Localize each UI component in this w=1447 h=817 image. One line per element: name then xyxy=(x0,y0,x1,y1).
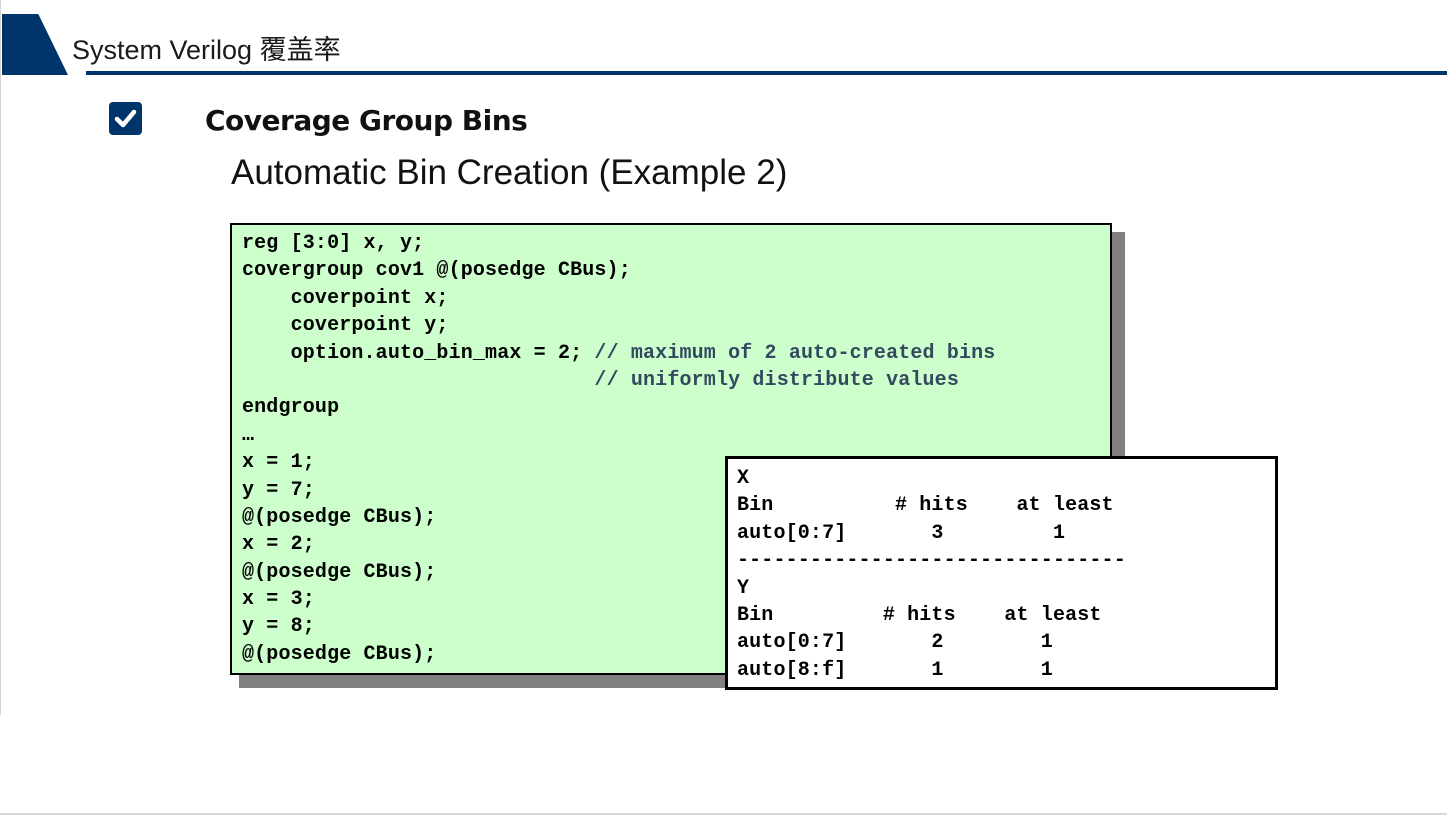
code-line: endgroup xyxy=(242,394,1110,421)
slide-left-border xyxy=(0,0,1,715)
section-heading: Coverage Group Bins xyxy=(205,104,528,137)
slide-subtitle: Automatic Bin Creation (Example 2) xyxy=(231,153,788,192)
report-divider: -------------------------------- xyxy=(737,549,1126,573)
code-line: @(posedge CBus); xyxy=(242,641,1110,668)
slide-title: System Verilog 覆盖率 xyxy=(72,35,341,65)
code-comment: // uniformly distribute values xyxy=(594,368,959,392)
code-line: … xyxy=(242,422,1110,449)
code-comment: // maximum of 2 auto-created bins xyxy=(594,341,996,365)
report-line: Y xyxy=(737,576,750,600)
code-text: coverpoint y; xyxy=(242,314,449,338)
report-line: X xyxy=(737,467,750,490)
code-text: reg [3:0] x, y; xyxy=(242,232,425,255)
code-text: coverpoint x; xyxy=(242,286,449,310)
code-line: coverpoint x; xyxy=(242,285,1110,312)
code-text: x = 1; xyxy=(242,451,315,475)
code-line: y = 7; xyxy=(242,477,1110,504)
code-line: reg [3:0] x, y; xyxy=(242,230,1110,257)
slide-bottom-border xyxy=(0,813,1447,815)
code-text xyxy=(242,369,594,392)
code-line: y = 8; xyxy=(242,613,1110,640)
code-line: x = 3; xyxy=(242,586,1110,613)
code-text: @(posedge CBus); xyxy=(242,642,437,666)
code-text: @(posedge CBus); xyxy=(242,505,437,529)
code-line: @(posedge CBus); xyxy=(242,559,1110,586)
report-line: Bin # hits at least xyxy=(737,603,1102,627)
report-line: auto[8:f] 1 1 xyxy=(737,658,1053,682)
code-text: y = 8; xyxy=(242,615,315,639)
title-accent-tab xyxy=(2,14,68,75)
checkbox-checked-icon xyxy=(109,102,142,135)
code-line: covergroup cov1 @(posedge CBus); xyxy=(242,257,1110,284)
code-line: option.auto_bin_max = 2; // maximum of 2… xyxy=(242,340,1110,367)
code-text: x = 2; xyxy=(242,533,315,557)
code-text: endgroup xyxy=(242,396,340,420)
title-underline xyxy=(86,71,1447,75)
code-text: … xyxy=(242,423,255,447)
coverage-report: X Bin # hits at least auto[0:7] 3 1 ----… xyxy=(725,456,1278,690)
report-line: Bin # hits at least xyxy=(737,494,1114,518)
code-line: @(posedge CBus); xyxy=(242,504,1110,531)
code-line: // uniformly distribute values xyxy=(242,367,1110,394)
report-line: auto[0:7] 2 1 xyxy=(737,631,1053,655)
code-text: y = 7; xyxy=(242,478,315,502)
check-mark-icon xyxy=(114,109,137,128)
code-text: x = 3; xyxy=(242,588,315,612)
code-text: option.auto_bin_max = 2; xyxy=(242,341,595,365)
report-line: auto[0:7] 3 1 xyxy=(737,521,1066,545)
code-text: @(posedge CBus); xyxy=(242,560,437,584)
code-line: x = 2; xyxy=(242,531,1110,558)
code-text: covergroup cov1 @(posedge CBus); xyxy=(242,259,631,283)
code-line: coverpoint y; xyxy=(242,312,1110,339)
code-line: x = 1; xyxy=(242,449,1110,476)
